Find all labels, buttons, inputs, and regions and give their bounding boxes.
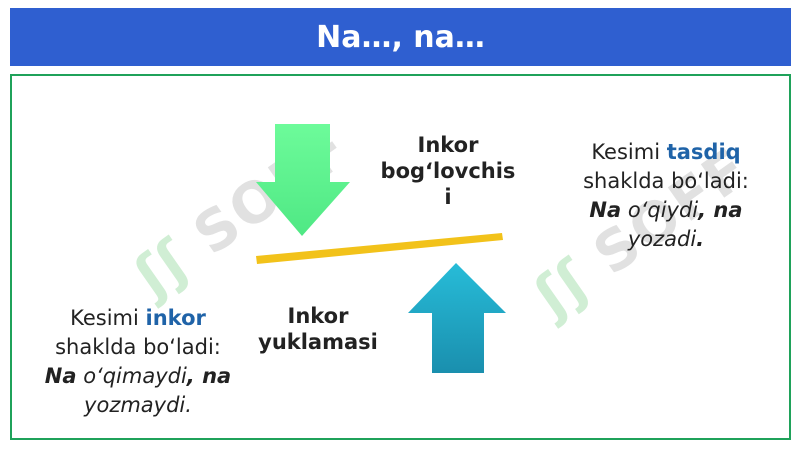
up-arrow-icon	[408, 263, 506, 373]
affirmative-note: Kesimi tasdiq shaklda bo‘ladi: Na o‘qiyd…	[583, 140, 749, 251]
label-particle: Inkor yuklamasi	[258, 304, 378, 354]
bar-line	[256, 233, 503, 264]
negative-note: Kesimi inkor shaklda bo‘ladi: Na o‘qimay…	[44, 306, 232, 417]
content-panel	[10, 74, 791, 440]
page-title: Na…, na…	[316, 19, 485, 55]
down-arrow-icon	[256, 124, 350, 236]
title-banner: Na…, na…	[10, 8, 791, 66]
label-conjunction: Inkor bog‘lovchis i	[380, 133, 516, 209]
